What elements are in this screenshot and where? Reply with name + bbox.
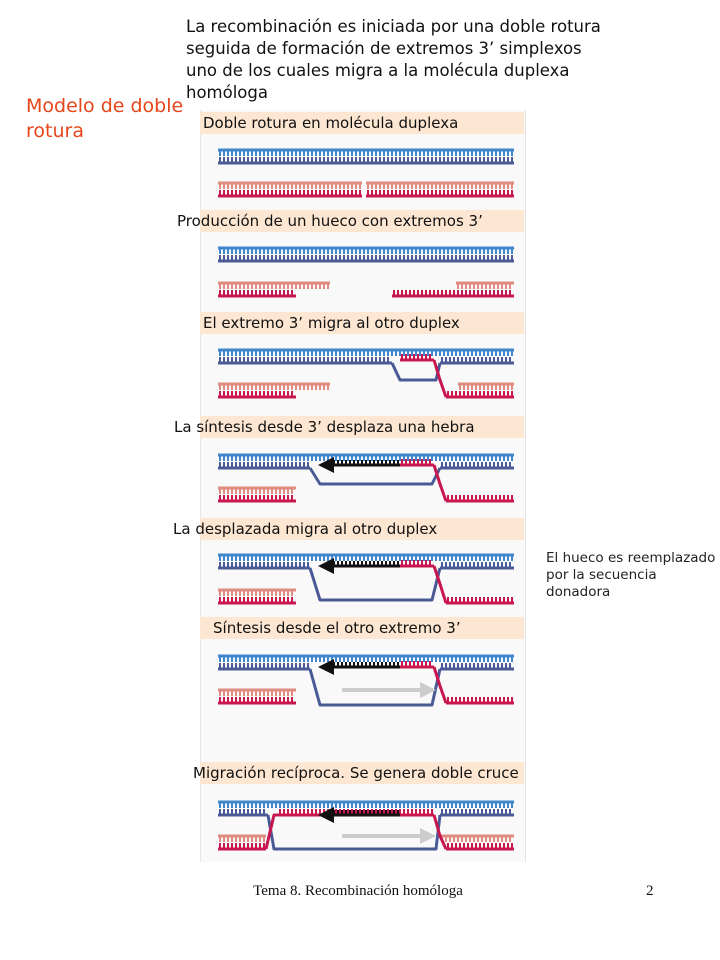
step5-upper-top-strand-0-bases — [219, 555, 513, 561]
label-band-7 — [200, 762, 524, 784]
step1-lower-top-strand-1-bases — [367, 183, 513, 189]
step7-synthesis-arrow-head — [318, 807, 334, 823]
step1-lower-bottom-strand-0-bases — [219, 190, 361, 196]
step6-upper-bottom-strand-1-bases — [441, 663, 511, 669]
step4-lower-top-strand-0-bases — [219, 488, 293, 494]
step3-upper-top-strand-0-bases — [219, 350, 513, 356]
step4-upper-bottom-strand-0-bases — [219, 462, 309, 468]
step1-upper-top-strand-0-bases — [219, 150, 513, 156]
step5-invading-strand-bases — [401, 560, 431, 566]
step1-upper-bottom-strand-0-bases — [219, 157, 513, 163]
label-band-2 — [200, 210, 524, 232]
label-band-1 — [200, 112, 524, 134]
step6-lower-bottom-strand-0-bases — [219, 697, 293, 703]
step3-d-loop — [390, 362, 442, 382]
step7-upper-bottom-strand-0-bases — [219, 809, 265, 815]
step6-upper-top-strand-0-bases — [219, 656, 513, 662]
label-band-4 — [200, 416, 524, 438]
step2-lower-bottom-strand-0-bases — [219, 290, 293, 296]
step6-synthesis-arrow-head — [318, 659, 334, 675]
step7-right-crossover — [432, 814, 448, 850]
step3-lower-top-strand-1-bases — [459, 384, 513, 390]
step7-new-synthesis-arrow-head — [420, 828, 436, 844]
strand-connectors — [264, 359, 448, 851]
step6-lower-bottom-strand-1-bases — [447, 697, 513, 703]
step7-lower-bottom-strand-1-bases — [447, 843, 513, 849]
step4-synthesis-arrow-head — [318, 457, 334, 473]
step2-upper-top-strand-0-bases — [219, 248, 513, 254]
step6-displaced-strand — [308, 668, 442, 707]
step3-crossover — [432, 359, 448, 398]
dna-strands — [218, 148, 514, 851]
step4-lower-bottom-strand-1-bases — [447, 495, 513, 501]
step6-new-synthesis-arrow-head — [420, 682, 436, 698]
step5-crossover — [432, 565, 448, 604]
model-title: Modelo de doble rotura — [26, 95, 184, 142]
step-label-1: Doble rotura en molécula duplexa — [203, 114, 459, 132]
step6-upper-bottom-strand-0-bases — [219, 663, 309, 669]
step4-lower-bottom-strand-0-bases — [219, 495, 293, 501]
step-label-3: El extremo 3’ migra al otro duplex — [203, 314, 460, 332]
step2-lower-top-strand-1-bases — [457, 283, 511, 289]
step5-upper-bottom-strand-1-bases — [441, 562, 511, 568]
label-band-5 — [200, 518, 524, 540]
step6-invading-strand-bases — [401, 661, 431, 667]
step7-crossing-strand — [266, 814, 442, 851]
step7-upper-bottom-strand-1-bases — [441, 809, 511, 815]
step7-upper-top-strand-0-bases — [219, 802, 513, 808]
label-bands — [200, 112, 524, 784]
step3-lower-bottom-strand-0-bases — [219, 391, 293, 397]
synthesis-arrows — [318, 457, 436, 844]
side-note: El hueco es reemplazado por la secuencia… — [546, 550, 716, 600]
step3-upper-bottom-strand-1-bases — [441, 357, 511, 363]
step4-crossover — [432, 464, 448, 502]
step5-displaced-strand — [308, 567, 442, 602]
step5-lower-bottom-strand-1-bases — [447, 597, 513, 603]
step7-lower-bottom-strand-0-bases — [219, 843, 265, 849]
step1-lower-top-strand-0-bases — [219, 183, 361, 189]
step4-invading-strand-bases — [401, 459, 431, 465]
step7-lower-top-strand-0-bases — [219, 836, 265, 842]
step2-upper-bottom-strand-0-bases — [219, 255, 513, 261]
figure-panel — [200, 110, 526, 862]
step5-lower-bottom-strand-0-bases — [219, 597, 293, 603]
step4-upper-top-strand-0-bases — [219, 455, 513, 461]
step7-left-crossover — [264, 813, 280, 850]
step-label-5: La desplazada migra al otro duplex — [173, 520, 438, 538]
step-label-4: La síntesis desde 3’ desplaza una hebra — [174, 418, 475, 436]
step6-lower-top-strand-0-bases — [219, 690, 293, 696]
step1-lower-bottom-strand-1-bases — [367, 190, 513, 196]
step-label-2: Producción de un hueco con extremos 3’ — [177, 212, 483, 230]
step5-synthesis-arrow-head — [318, 558, 334, 574]
step-label-7: Migración recíproca. Se genera doble cru… — [193, 764, 519, 782]
step2-lower-bottom-strand-1-bases — [393, 290, 511, 296]
step5-upper-bottom-strand-0-bases — [219, 562, 309, 568]
step2-lower-top-strand-0-bases — [219, 283, 329, 289]
step3-invading-strand-bases — [401, 354, 431, 360]
label-band-3 — [200, 312, 524, 334]
intro-text: La recombinación es iniciada por una dob… — [186, 17, 601, 102]
step5-lower-top-strand-0-bases — [219, 590, 293, 596]
label-band-6 — [200, 617, 524, 639]
footer-title: Tema 8. Recombinación homóloga — [253, 883, 463, 899]
step3-lower-bottom-strand-1-bases — [447, 391, 513, 397]
step4-upper-bottom-strand-1-bases — [441, 462, 511, 468]
step-label-6: Síntesis desde el otro extremo 3’ — [213, 619, 461, 637]
page-number: 2 — [646, 883, 654, 899]
step3-lower-top-strand-0-bases — [219, 384, 329, 390]
step3-upper-bottom-strand-0-bases — [219, 357, 389, 363]
step6-crossover — [432, 666, 448, 704]
